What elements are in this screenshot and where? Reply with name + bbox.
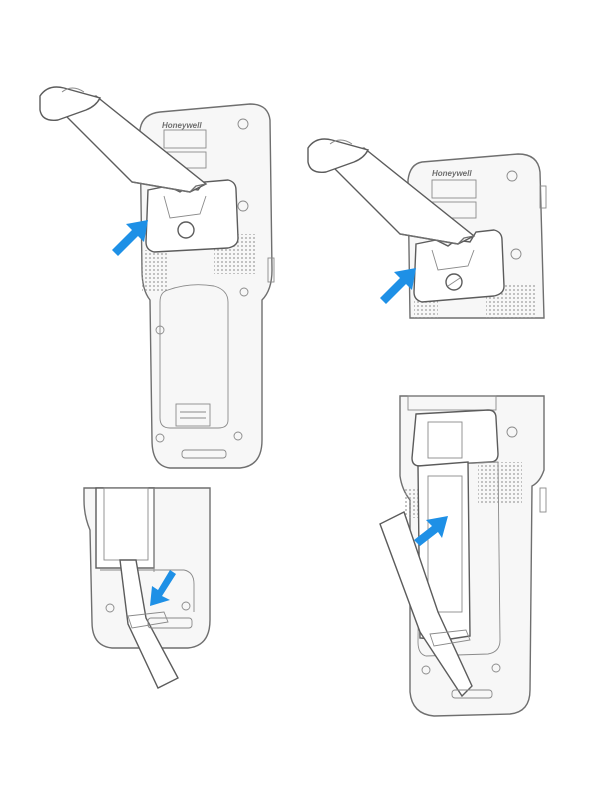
speaker-grille [404, 488, 420, 518]
panel-3 [84, 488, 210, 688]
panel-1: Honeywell [40, 87, 274, 468]
speaker-grille [478, 462, 522, 504]
plate-screw [178, 222, 194, 238]
panel-2: Honeywell [308, 139, 546, 318]
side-button [540, 488, 546, 512]
speaker-grille [414, 300, 438, 318]
speaker-grille [142, 250, 168, 292]
brand-label: Honeywell [162, 121, 202, 130]
battery-door [96, 488, 154, 568]
panel-4 [380, 396, 546, 716]
brand-label: Honeywell [432, 169, 472, 178]
